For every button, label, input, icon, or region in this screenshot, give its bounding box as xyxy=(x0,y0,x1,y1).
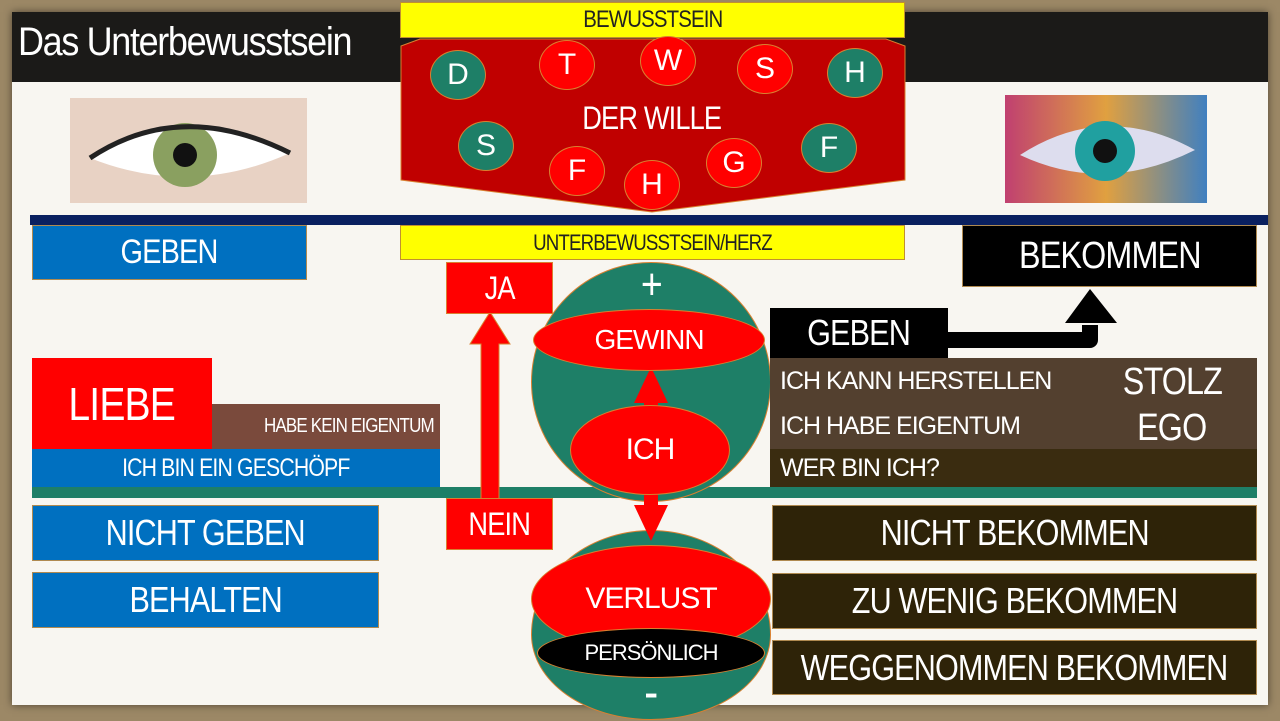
geschoepf-box: ICH BIN EIN GESCHÖPF xyxy=(32,449,440,487)
geben-left-box: GEBEN xyxy=(32,225,307,280)
nein-box: NEIN xyxy=(446,498,553,550)
bekommen-box: BEKOMMEN xyxy=(962,225,1257,287)
will-circle: F xyxy=(549,146,605,196)
habe-kein-eigentum-box: HABE KEIN EIGENTUM xyxy=(212,404,440,449)
arrow-to-bekommen-icon xyxy=(945,289,1117,348)
liebe-box: LIEBE xyxy=(32,358,212,449)
will-circle: G xyxy=(706,138,762,188)
will-circle: S xyxy=(737,44,793,94)
nicht-bekommen-box: NICHT BEKOMMEN xyxy=(772,505,1257,561)
row-ich-habe-eigentum: ICH HABE EIGENTUM xyxy=(770,404,1257,449)
nicht-geben-box: NICHT GEBEN xyxy=(32,505,379,561)
row-ich-kann-herstellen: ICH KANN HERSTELLEN xyxy=(770,358,1257,404)
plus-sign: + xyxy=(640,260,662,309)
ja-box: JA xyxy=(446,262,553,314)
will-circle: H xyxy=(624,160,680,210)
will-circle: H xyxy=(827,48,883,98)
geben-right-box: GEBEN xyxy=(770,308,948,358)
minus-sign: - xyxy=(644,664,658,720)
zu-wenig-bekommen-box: ZU WENIG BEKOMMEN xyxy=(772,573,1257,629)
bewusstsein-bar: BEWUSSTSEIN xyxy=(400,2,905,38)
persoenlich-ellipse: PERSÖNLICH xyxy=(537,628,765,678)
ego-label: EGO xyxy=(1137,406,1207,449)
will-circle: F xyxy=(801,123,857,173)
will-circle: W xyxy=(640,36,696,86)
will-circle: S xyxy=(458,121,514,171)
mosaic-eye-image xyxy=(1005,95,1207,203)
navy-divider xyxy=(30,215,1268,225)
will-circle: D xyxy=(430,50,486,100)
stolz-label: STOLZ xyxy=(1122,360,1222,403)
slide-title: Das Unterbewusstsein xyxy=(18,20,353,64)
ich-ellipse: ICH xyxy=(570,405,730,495)
behalten-box: BEHALTEN xyxy=(32,572,379,628)
will-circle: T xyxy=(539,40,595,90)
row-wer-bin-ich: WER BIN ICH? xyxy=(770,449,1257,487)
weggenommen-bekommen-box: WEGGENOMMEN BEKOMMEN xyxy=(772,640,1257,695)
gewinn-ellipse: GEWINN xyxy=(533,309,765,371)
up-arrow-icon xyxy=(469,311,511,500)
natural-eye-image xyxy=(70,98,307,203)
der-wille-label: DER WILLE xyxy=(582,99,723,136)
unterbewusstsein-bar: UNTERBEWUSSTSEIN/HERZ xyxy=(400,225,905,260)
